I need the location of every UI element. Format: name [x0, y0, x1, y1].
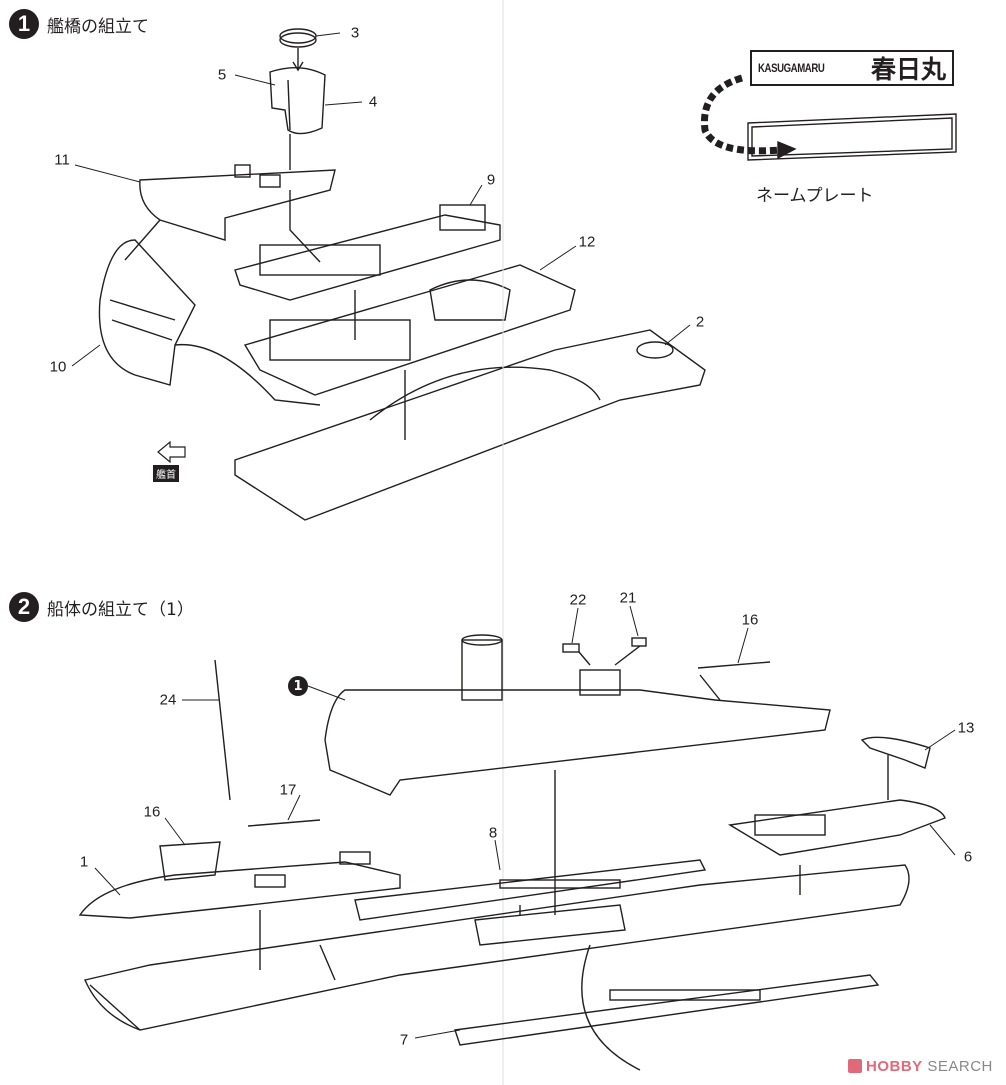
part-label: 16 [143, 803, 161, 821]
watermark-brand: HOBBY [866, 1058, 923, 1075]
arrow [124, 219, 321, 406]
part-6-stern-deck [727, 799, 946, 856]
step-2-title: 船体の組立て（1） [47, 599, 194, 620]
part-label: 9 [486, 171, 496, 189]
arrow [259, 770, 801, 1071]
part-label: 13 [957, 719, 975, 737]
part-label: 6 [963, 848, 973, 866]
arrow [292, 48, 304, 72]
part-1-fore-deck [78, 851, 401, 919]
part-3-cap [279, 28, 317, 48]
nameplate-english: KASUGAMARU [758, 61, 825, 75]
part-label: 21 [619, 589, 637, 607]
part-label: 5 [217, 66, 227, 84]
part-label: 11 [54, 151, 70, 169]
subassembly-marker: 1 [288, 676, 308, 696]
hull [84, 864, 910, 1031]
dashed-arrow [700, 74, 781, 155]
part-label: 16 [741, 611, 759, 629]
leader-lines [71, 32, 956, 1039]
bow-arrow-icon [157, 440, 186, 464]
nameplate-caption: ネームプレート [756, 186, 874, 206]
step-1-title: 艦橋の組立て [47, 16, 149, 37]
step-1-heading: 1 艦橋の組立て [9, 9, 149, 39]
part-label: 1 [79, 853, 89, 871]
part-label: 24 [159, 691, 177, 709]
part-2-superstructure [234, 329, 706, 521]
part-label: 4 [368, 93, 378, 111]
part-label: 3 [350, 24, 360, 42]
part-16-shields [159, 661, 771, 881]
part-label: 7 [399, 1031, 409, 1049]
part-24-mast [214, 659, 231, 801]
part-13 [860, 736, 931, 800]
part-7-side [454, 974, 880, 1046]
step-2-badge: 2 [9, 592, 39, 622]
part-8-side [354, 859, 707, 921]
part-label: 2 [695, 313, 705, 331]
bow-label: 艦首 [153, 465, 179, 482]
part-10-bridge-front [98, 239, 196, 386]
part-label: 8 [488, 824, 498, 842]
hobbysearch-logo-icon [848, 1059, 862, 1073]
nameplate: KASUGAMARU 春日丸 [750, 50, 954, 86]
watermark: HOBBY SEARCH [848, 1058, 993, 1075]
part-label: 22 [569, 591, 587, 609]
step-1-badge: 1 [9, 9, 39, 39]
arrow-head [777, 140, 797, 160]
nameplate-japanese: 春日丸 [870, 55, 946, 84]
part-21-22 [562, 637, 647, 666]
step-2-heading: 2 船体の組立て（1） [9, 592, 194, 622]
part-label: 17 [279, 781, 297, 799]
watermark-suffix: SEARCH [927, 1058, 993, 1075]
arrow [289, 190, 406, 440]
part-4-5-funnel [269, 67, 326, 135]
part-label: 12 [578, 233, 596, 251]
part-11-bridge-deck [139, 164, 336, 241]
part-12-deck [243, 264, 576, 396]
bridge-subassembly [324, 634, 831, 796]
part-label: 10 [49, 358, 67, 376]
nameplate-frame [747, 113, 957, 161]
part-9-deck [234, 204, 501, 301]
